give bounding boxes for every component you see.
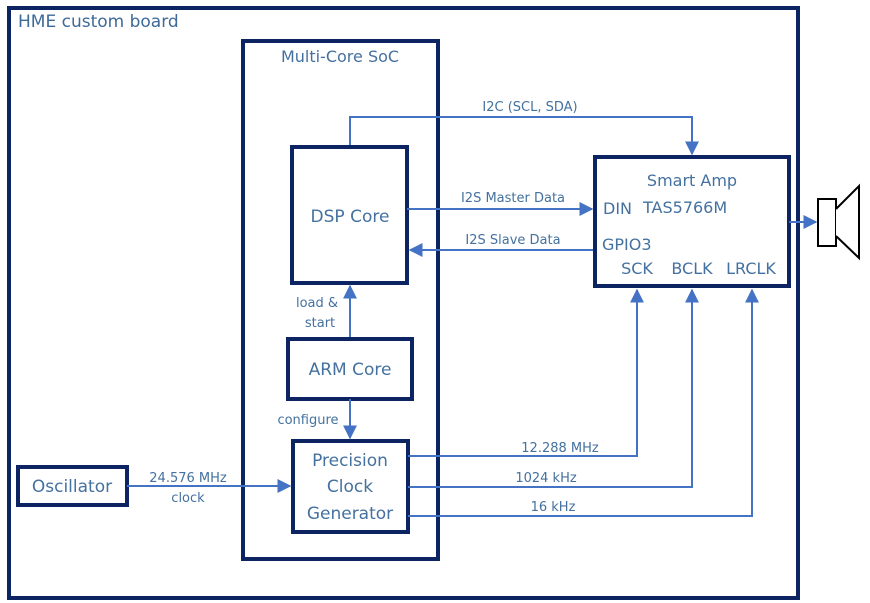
clock-generator-label-1: Precision <box>312 451 388 471</box>
dsp-core-block <box>290 145 409 285</box>
board-title: HME custom board <box>18 12 179 32</box>
arm-core-label: ARM Core <box>309 360 392 380</box>
amp-pin-lrclk: LRCLK <box>726 259 776 278</box>
soc-outline <box>241 39 440 561</box>
i2c-label: I2C (SCL, SDA) <box>482 100 577 115</box>
i2s-master-label: I2S Master Data <box>461 191 565 206</box>
amp-pin-gpio3: GPIO3 <box>602 235 652 254</box>
smart-amp-part: TAS5766M <box>642 198 727 217</box>
oscillator-label: Oscillator <box>32 477 112 497</box>
soc-title: Multi-Core SoC <box>281 47 399 66</box>
sck-wire <box>408 288 644 457</box>
speaker-icon <box>817 183 860 261</box>
i2s-slave-label: I2S Slave Data <box>465 233 560 248</box>
sck-frequency-label: 12.288 MHz <box>521 441 599 456</box>
arm-core-block <box>286 337 414 401</box>
oscillator-clock-label-1: 24.576 MHz <box>149 471 227 486</box>
lrclk-frequency-label: 16 kHz <box>531 500 576 515</box>
clock-generator-label-3: Generator <box>307 504 393 524</box>
dsp-core-label: DSP Core <box>311 207 390 227</box>
amp-pin-din: DIN <box>603 199 632 218</box>
load-start-label-2: start <box>305 316 335 331</box>
smart-amp-title: Smart Amp <box>647 171 737 190</box>
i2c-wire <box>349 116 699 156</box>
amp-pin-bclk: BCLK <box>671 259 713 278</box>
bclk-wire <box>408 288 699 488</box>
load-start-label-1: load & <box>296 296 338 311</box>
lrclk-wire <box>408 288 759 517</box>
bclk-frequency-label: 1024 kHz <box>515 471 577 486</box>
board-outline <box>7 6 800 600</box>
amp-pin-sck: SCK <box>621 259 653 278</box>
oscillator-clock-label-2: clock <box>171 491 205 506</box>
clock-generator-label-2: Clock <box>327 477 373 497</box>
clock-generator-block <box>291 439 410 534</box>
configure-label: configure <box>277 413 338 428</box>
